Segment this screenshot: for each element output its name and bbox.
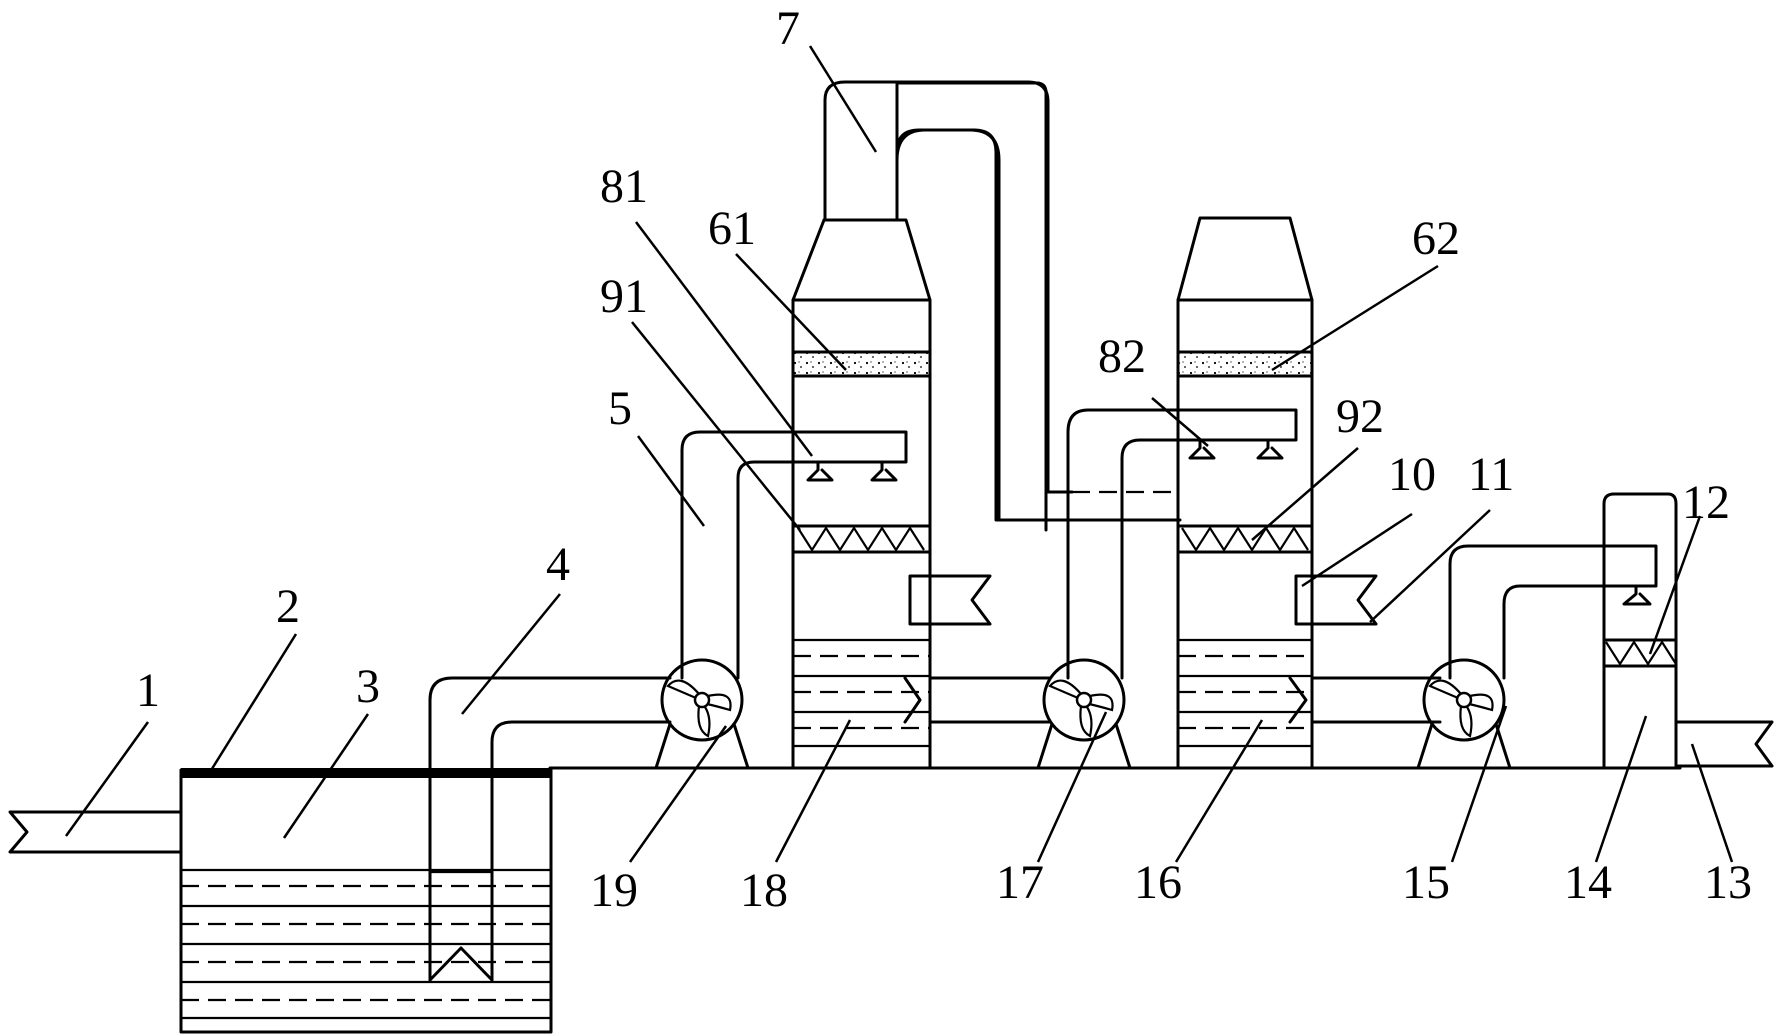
label-7: 7 <box>776 2 800 55</box>
label-91: 91 <box>600 270 648 323</box>
nozzle-81a <box>806 460 834 482</box>
fan-15 <box>1416 658 1512 770</box>
label-5: 5 <box>608 382 632 435</box>
sump-16 <box>1178 638 1312 748</box>
packing-layer-91 <box>791 524 932 554</box>
label-2: 2 <box>276 580 300 633</box>
label-18: 18 <box>740 864 788 917</box>
side-outlet-10 <box>1294 574 1378 626</box>
label-4: 4 <box>546 538 570 591</box>
scrubber-tower-2 <box>1176 216 1378 770</box>
label-14: 14 <box>1564 856 1612 909</box>
nozzle-14 <box>1622 584 1652 606</box>
packing-layer-92 <box>1176 524 1314 554</box>
spray-pipe-82 <box>1066 408 1298 680</box>
label-62: 62 <box>1412 212 1460 265</box>
label-19: 19 <box>590 864 638 917</box>
fan-19 <box>654 658 750 770</box>
pipe-18-17 <box>903 676 1052 724</box>
spray-pipe-14 <box>1448 544 1658 680</box>
nozzle-82a <box>1188 438 1216 460</box>
label-10: 10 <box>1388 448 1436 501</box>
label-12: 12 <box>1682 476 1730 529</box>
label-1: 1 <box>136 664 160 717</box>
pipe-16-15 <box>1288 676 1442 724</box>
spray-pipe-5 <box>680 430 908 680</box>
suction-pipe <box>428 676 672 982</box>
label-15: 15 <box>1402 856 1450 909</box>
label-3: 3 <box>356 660 380 713</box>
connecting-duct-7 <box>823 80 1178 522</box>
tank-lid <box>181 768 551 778</box>
callout-labels: 1 2 3 4 5 7 81 61 91 82 62 92 10 11 12 1… <box>136 2 1752 917</box>
fan-17 <box>1036 658 1132 770</box>
tank-liquid <box>181 868 551 1020</box>
label-11: 11 <box>1468 448 1514 501</box>
label-16: 16 <box>1134 856 1182 909</box>
nozzle-81b <box>870 460 898 482</box>
label-17: 17 <box>996 856 1044 909</box>
outlet-pipe-13 <box>1674 720 1774 768</box>
small-tower-14 <box>1602 492 1678 770</box>
label-81: 81 <box>600 160 648 213</box>
filter-layer-62 <box>1176 350 1314 378</box>
filter-layer-61 <box>791 350 932 378</box>
label-92: 92 <box>1336 390 1384 443</box>
label-61: 61 <box>708 202 756 255</box>
packing-layer-12 <box>1602 638 1678 668</box>
inlet-pipe <box>8 810 183 854</box>
leader-lines <box>64 45 1734 863</box>
sump-18 <box>793 638 930 748</box>
liquid-tank <box>179 768 553 1034</box>
side-outlet-1 <box>908 574 992 626</box>
label-82: 82 <box>1098 330 1146 383</box>
label-13: 13 <box>1704 856 1752 909</box>
nozzle-82b <box>1256 438 1284 460</box>
